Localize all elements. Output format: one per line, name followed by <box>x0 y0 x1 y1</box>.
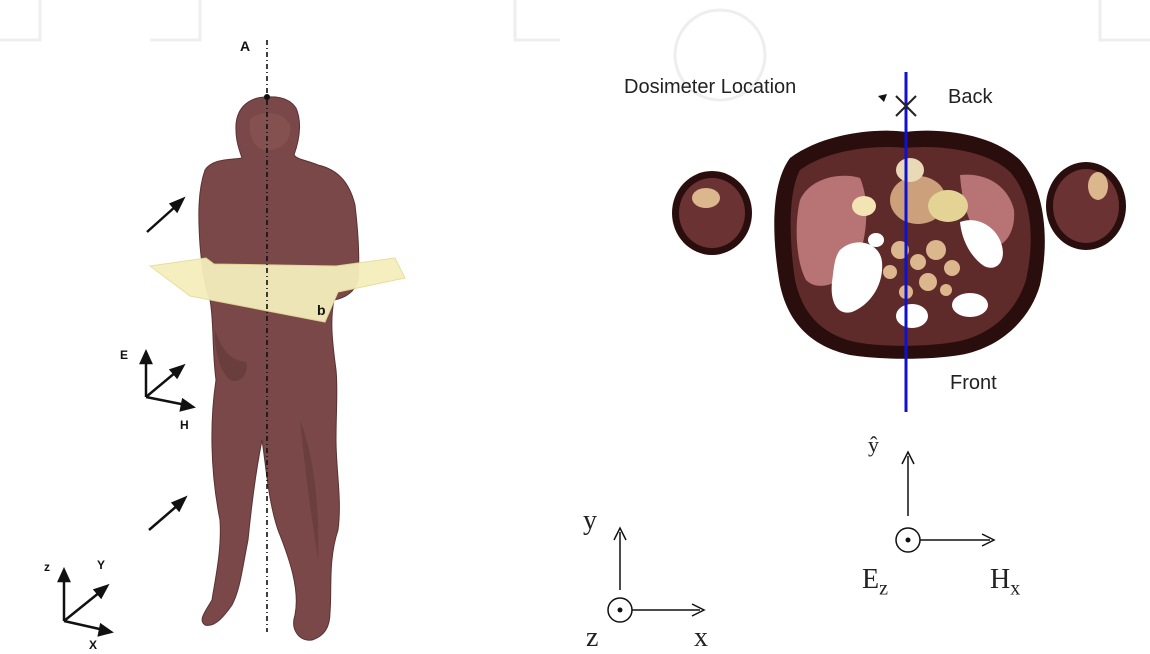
field-label-h: H <box>180 418 189 432</box>
axis-label-x: X <box>89 638 97 652</box>
organ <box>852 196 876 216</box>
axis-top-marker <box>264 94 270 100</box>
coord-yhat-label: ŷ <box>868 432 879 458</box>
axis-label-a: A <box>240 38 250 54</box>
dosimeter-location-label: Dosimeter Location <box>624 76 796 99</box>
front-label: Front <box>950 372 997 395</box>
coord-e-text: E <box>862 564 879 595</box>
intestines <box>896 304 928 328</box>
vertebra <box>896 158 924 182</box>
coord-h-text: H <box>990 564 1010 595</box>
human-body-model <box>199 97 359 640</box>
coord-system-field <box>896 452 994 552</box>
ez-axis-dot <box>906 538 911 543</box>
dosimeter-pointer-arrow <box>878 94 887 102</box>
z-axis-dot <box>618 608 623 613</box>
plane-label-b: b <box>317 302 326 318</box>
coord-x-label: x <box>694 622 708 654</box>
intestines <box>868 233 884 247</box>
field-axes <box>141 352 193 410</box>
right-arm-section <box>1046 162 1126 250</box>
cut-plane <box>150 258 405 322</box>
axis-label-y: Y <box>97 558 105 572</box>
coord-e-subscript: z <box>879 578 888 600</box>
back-label: Back <box>948 86 992 109</box>
coord-hx-label: Hx <box>990 564 1020 601</box>
torso-cross-section <box>774 131 1045 359</box>
axis-label-z: z <box>44 560 50 574</box>
coord-y-label: y <box>583 505 597 537</box>
field-label-e: E <box>120 348 128 362</box>
coord-h-subscript: x <box>1010 578 1020 600</box>
watermark-graphic <box>0 0 1150 100</box>
organ <box>928 190 968 222</box>
incident-arrow-icon <box>149 498 185 530</box>
incident-arrow-icon <box>147 199 183 232</box>
xyz-axes <box>59 570 111 635</box>
coord-ez-label: Ez <box>862 564 888 601</box>
intestines <box>952 293 988 317</box>
left-arm-section <box>672 171 752 255</box>
coord-z-label: z <box>586 622 598 654</box>
coord-system-xyz <box>608 528 704 622</box>
